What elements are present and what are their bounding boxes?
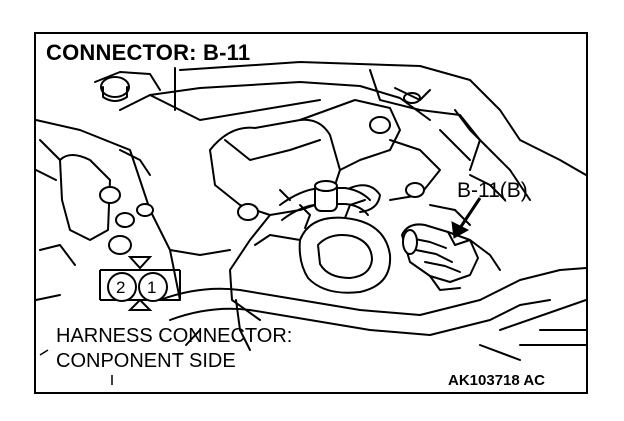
round-housing — [298, 216, 392, 294]
pin-1-circle — [138, 272, 168, 302]
pin-2-circle — [107, 272, 137, 302]
left-block — [35, 119, 181, 301]
pin-diagram: 2 1 — [99, 256, 181, 311]
bolt-head-top — [100, 76, 130, 98]
pin-2-label: 2 — [116, 278, 125, 297]
connector-callout-label: B-11(B) — [457, 179, 528, 202]
callout-arrow — [451, 197, 482, 239]
harness-caption-line2: CONPONENT SIDE — [56, 350, 236, 372]
connector-title: CONNECTOR: B-11 — [46, 40, 251, 65]
pin-1-label: 1 — [147, 278, 156, 297]
upper-housing — [179, 61, 587, 176]
sensor-body — [401, 223, 479, 283]
figure-id: AK103718 AC — [448, 372, 545, 389]
harness-caption-line1: HARNESS CONNECTOR: — [56, 325, 293, 347]
pipe — [159, 287, 481, 316]
